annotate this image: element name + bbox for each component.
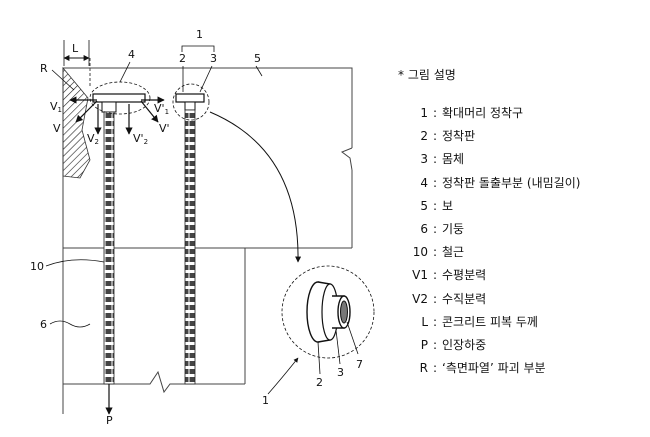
legend-separator: :	[432, 268, 438, 283]
force-arrows	[69, 96, 165, 135]
legend-item: P: 인장하중	[396, 334, 646, 357]
legend-item: 2: 정착판	[396, 125, 646, 148]
legend-separator: :	[432, 291, 438, 306]
legend-item: L: 콘크리트 피복 두께	[396, 311, 646, 334]
legend-text: 확대머리 정착구	[442, 106, 524, 120]
anchorage-diagram: L R V1 V V2 V'2 V' V'1 4 1 2	[30, 28, 375, 427]
legend-separator: :	[432, 221, 438, 236]
legend-text: 정착판 돌출부분 (내밈길이)	[442, 175, 581, 190]
label-10: 10	[30, 260, 44, 273]
legend-title: * 그림 설명	[398, 68, 456, 82]
legend-item: V2: 수직분력	[396, 288, 646, 311]
legend-key: P	[420, 337, 428, 352]
label-R: R	[40, 62, 48, 75]
label-Vp: V'	[159, 122, 170, 135]
label-Vp1: V'1	[154, 102, 169, 116]
legend-key: 2	[420, 129, 428, 144]
legend-key: V2	[412, 291, 428, 306]
legend-item: V1: 수평분력	[396, 264, 646, 287]
legend-separator: :	[432, 198, 438, 213]
legend-key: 4	[420, 175, 428, 190]
label-Vp2: V'2	[133, 132, 148, 146]
legend-item: 5: 보	[396, 195, 646, 218]
label-V1: V1	[50, 100, 62, 114]
legend-key: 6	[420, 221, 428, 236]
legend-key: 1	[420, 106, 428, 120]
legend-text: 정착판	[442, 129, 476, 144]
legend-item: 10: 철근	[396, 241, 646, 264]
legend-key: L	[421, 314, 428, 329]
detail-leader	[209, 111, 302, 263]
top-labels: 4 1 2 3 5	[119, 28, 263, 93]
label-3-top: 3	[210, 52, 217, 65]
label-R-group: R	[40, 62, 75, 91]
legend-text: 몸체	[442, 152, 465, 167]
legend-panel: * 그림 설명 1: 확대머리 정착구 2: 정착판 3: 몸체 4: 정착판 돌출부분…	[396, 64, 646, 380]
label-5: 5	[254, 52, 261, 65]
legend-text: 수직분력	[442, 291, 487, 306]
legend-key: 5	[420, 198, 428, 213]
legend-separator: :	[432, 129, 438, 144]
side-blowout-region	[62, 66, 91, 179]
label-3-detail: 3	[337, 366, 344, 379]
legend-list: 1:확대머리 정착구 2:정착판 3:몸체 4:정착판 돌출부분 (내밈길이) …	[396, 102, 646, 380]
legend-text: 수평분력	[442, 268, 487, 283]
legend-text: 콘크리트 피복 두께	[442, 314, 538, 329]
label-2-detail: 2	[316, 376, 323, 389]
label-1-detail: 1	[262, 394, 269, 407]
legend-separator: :	[432, 175, 438, 190]
label-2-top: 2	[179, 52, 186, 65]
legend-key: 3	[420, 152, 428, 167]
side-labels: 10 6 P	[30, 259, 113, 427]
legend-key: R	[419, 361, 428, 376]
legend-item: 4: 정착판 돌출부분 (내밈길이)	[396, 172, 646, 195]
label-L: L	[72, 42, 79, 55]
legend-item: R: ‘측면파열’ 파괴 부분	[396, 357, 646, 380]
label-P: P	[106, 414, 113, 427]
legend-item: 3: 몸체	[396, 148, 646, 171]
label-4: 4	[128, 48, 135, 61]
legend-text: 보	[442, 198, 454, 213]
cover-dimension: L	[63, 40, 90, 66]
legend-separator: :	[432, 152, 438, 167]
legend-text: 철근	[442, 245, 465, 260]
label-V: V	[53, 122, 61, 135]
detail-labels: 1 2 3 7	[262, 321, 363, 407]
legend-key: 10	[412, 245, 428, 260]
legend-separator: :	[432, 245, 438, 260]
right-headed-bar	[172, 83, 210, 385]
label-6: 6	[40, 318, 47, 331]
label-V2: V2	[87, 132, 99, 146]
label-1-top: 1	[196, 28, 203, 41]
legend-separator: :	[432, 106, 438, 120]
label-7-detail: 7	[356, 358, 363, 371]
legend-text: ‘측면파열’ 파괴 부분	[442, 361, 546, 376]
legend-text: 기둥	[442, 221, 465, 236]
legend-item: 1: 확대머리 정착구	[396, 102, 646, 125]
legend-key: V1	[412, 268, 428, 283]
legend-separator: :	[432, 337, 438, 352]
legend-text: 인장하중	[442, 337, 487, 352]
legend-separator: :	[432, 314, 438, 329]
left-headed-bar	[92, 93, 146, 415]
legend-item: 6: 기둥	[396, 218, 646, 241]
headed-anchor-detail	[281, 265, 375, 359]
legend-separator: :	[432, 361, 438, 376]
